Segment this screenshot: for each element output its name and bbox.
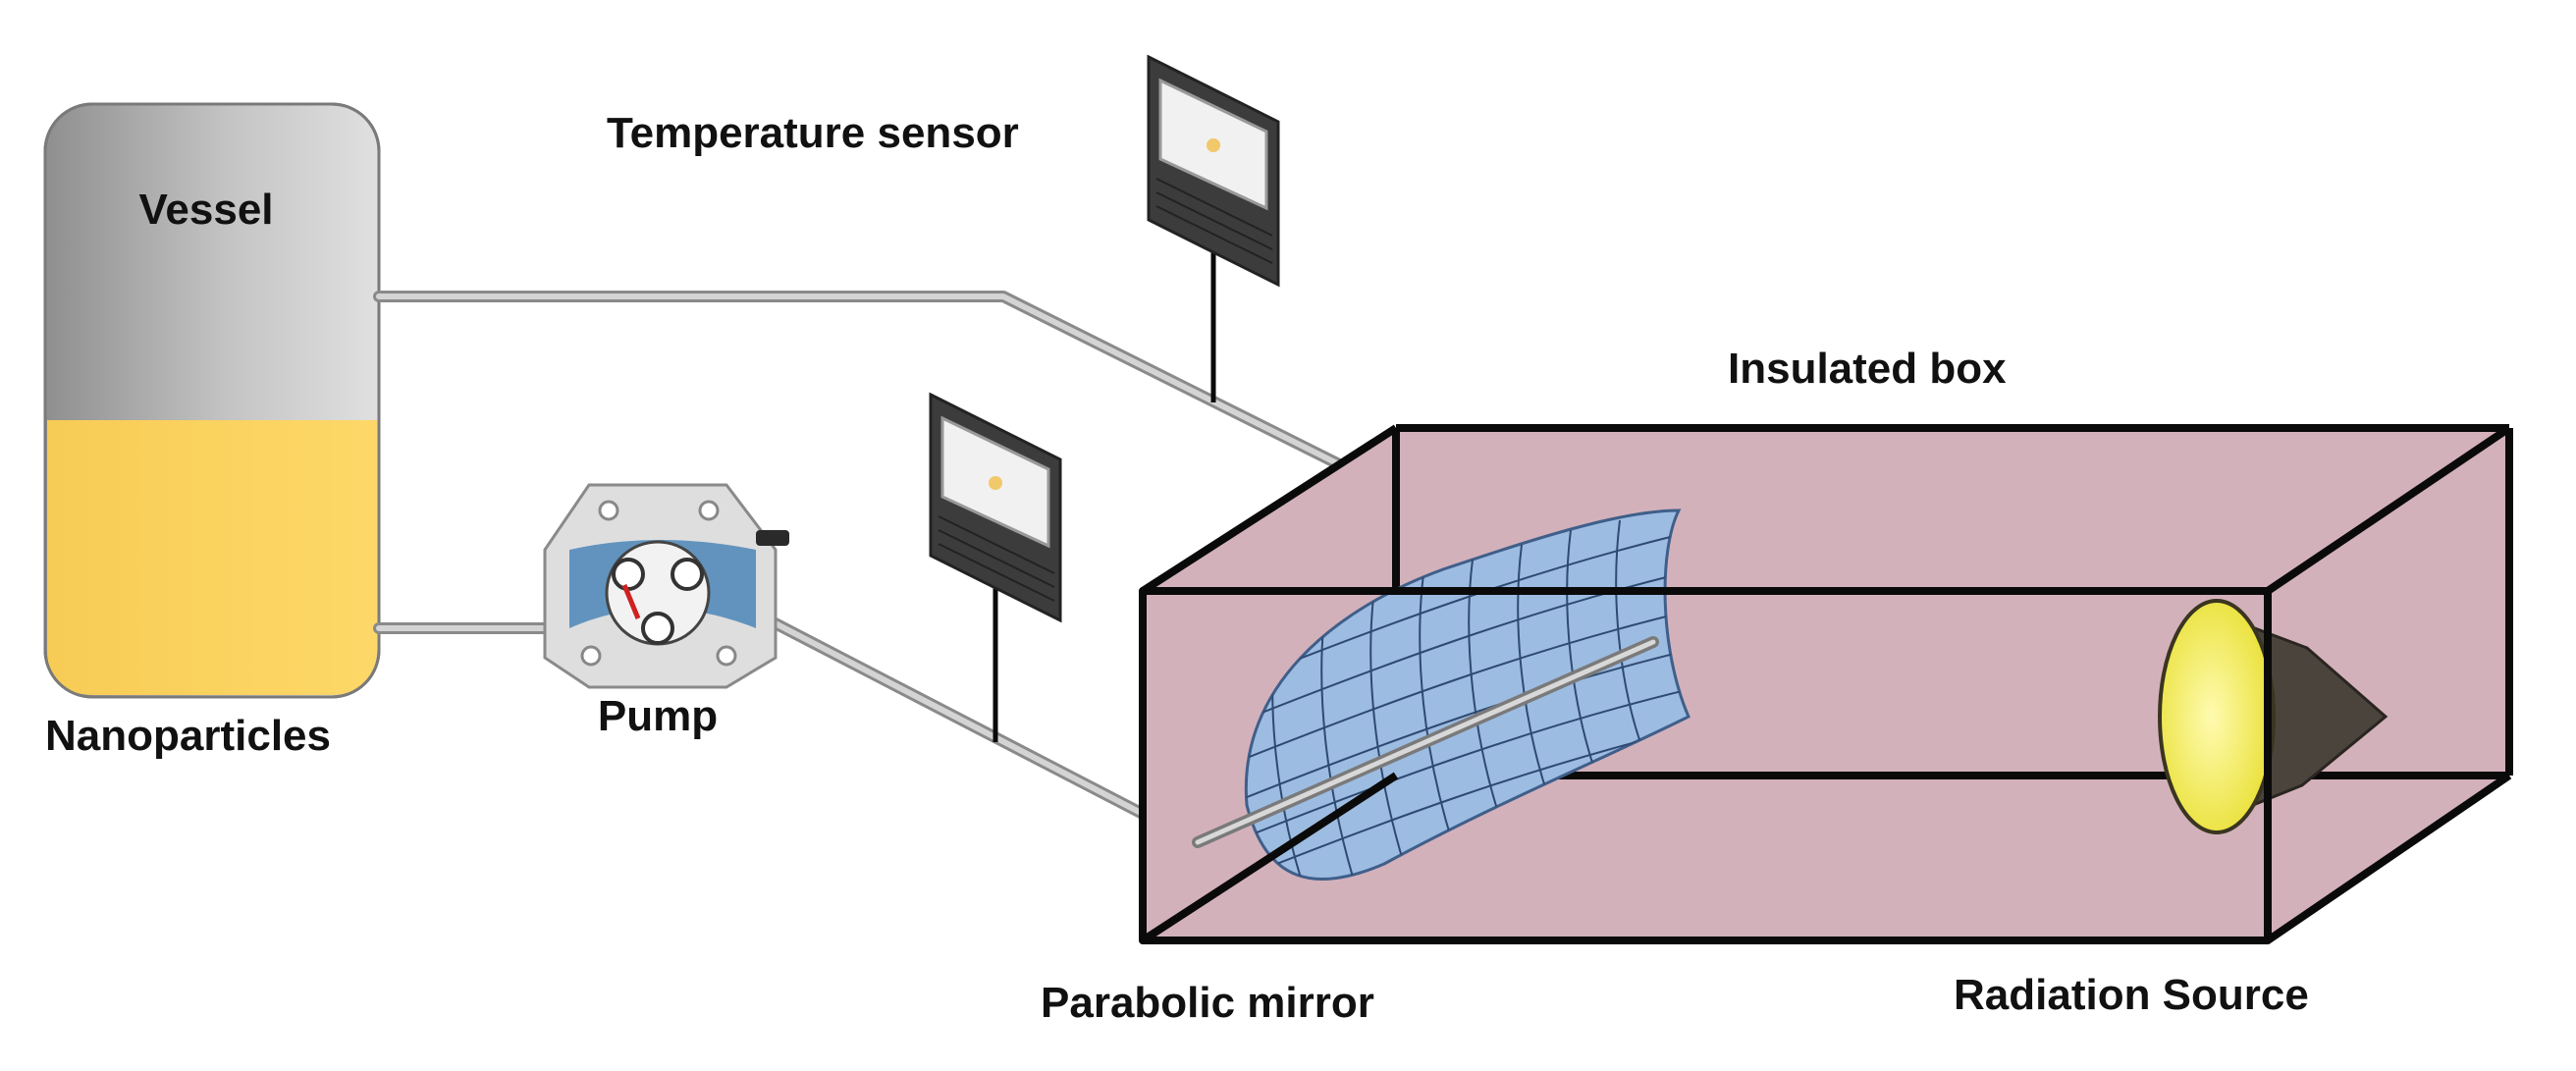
lamp-face — [2158, 599, 2276, 834]
pipe-network — [373, 291, 1674, 848]
temperature-sensor-inlet — [929, 392, 1062, 742]
temperature-sensor-label: Temperature sensor — [607, 109, 1019, 157]
return-pipe — [373, 291, 1351, 473]
insulated-box-label: Insulated box — [1728, 345, 2007, 393]
vessel-label: Vessel — [138, 186, 273, 234]
box-front-edges — [1139, 424, 2512, 944]
parabolic-mirror — [1192, 509, 1690, 882]
pump-label: Pump — [598, 692, 718, 740]
vessel — [43, 102, 381, 699]
nanoparticle-fluid — [47, 420, 377, 695]
parabolic-mirror-label: Parabolic mirror — [1041, 979, 1374, 1027]
pump — [543, 483, 789, 689]
nanoparticles-label: Nanoparticles — [45, 712, 331, 760]
temperature-sensor-outlet — [1147, 54, 1280, 402]
radiation-source-label: Radiation Source — [1954, 971, 2309, 1019]
